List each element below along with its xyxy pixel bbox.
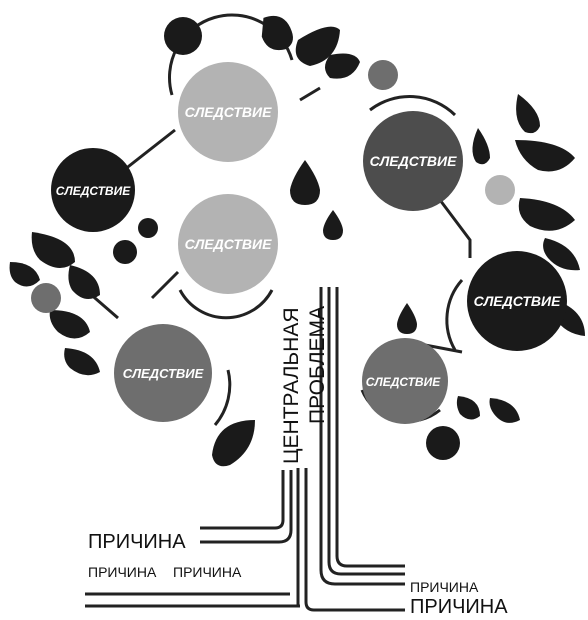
trunk-lines	[85, 287, 405, 612]
cause-label: ПРИЧИНА	[173, 564, 242, 580]
root-line-1	[200, 470, 285, 530]
cause-label: ПРИЧИНА	[88, 564, 157, 580]
cause-label: ПРИЧИНА	[88, 531, 186, 553]
leaf-icon	[397, 303, 417, 334]
effect-label: СЛЕДСТВИЕ	[185, 236, 272, 252]
effect-circle	[178, 62, 278, 162]
effect-circles: СЛЕДСТВИЕ СЛЕДСТВИЕ СЛЕДСТВИЕ СЛЕДСТВИЕ …	[51, 62, 567, 424]
leaf-icon	[9, 262, 40, 287]
root-line-2	[200, 470, 293, 544]
leaf-icon	[323, 210, 343, 240]
leaf-icon	[515, 140, 575, 172]
branch-to-black-left	[123, 128, 176, 172]
effect-label: СЛЕДСТВИЕ	[185, 104, 272, 120]
leaf-icon	[518, 198, 575, 231]
central-problem-line2: ПРОБЛЕМА	[306, 306, 329, 424]
branch-right-down	[438, 199, 472, 258]
leaf-icon	[31, 232, 75, 269]
leaf-icon	[261, 15, 293, 51]
effect-circle	[467, 251, 567, 351]
effect-label: СЛЕДСТВИЕ	[366, 375, 441, 389]
dot	[368, 60, 398, 90]
leaf-icon	[212, 420, 255, 467]
effect-circle	[363, 111, 463, 211]
leaf-icon	[295, 26, 340, 67]
branch-top-right-tick	[299, 86, 321, 102]
leaf-icon	[290, 160, 320, 205]
leaves	[9, 15, 585, 467]
dot	[164, 17, 202, 55]
dot	[113, 240, 137, 264]
effect-circle	[178, 194, 278, 294]
branch-right-small	[424, 343, 463, 354]
arc-lower-left	[213, 369, 232, 426]
leaf-icon	[489, 398, 520, 423]
root-line-8	[327, 287, 405, 576]
dot	[485, 175, 515, 205]
dot	[31, 283, 61, 313]
leaf-icon	[325, 53, 360, 79]
leaf-icon	[543, 238, 580, 271]
effect-circle	[362, 338, 448, 424]
leaf-icon	[64, 348, 100, 376]
dots	[31, 17, 515, 460]
effect-label: СЛЕДСТВИЕ	[123, 366, 204, 381]
root-line-6	[304, 468, 405, 612]
cause-label: ПРИЧИНА	[410, 596, 508, 618]
leaf-icon	[472, 128, 490, 165]
central-problem: ЦЕНТРАЛЬНАЯ ПРОБЛЕМА	[280, 306, 329, 464]
leaf-icon	[456, 396, 480, 420]
effect-label: СЛЕДСТВИЕ	[370, 153, 457, 169]
arc-right-black	[445, 279, 464, 351]
branch-mid-left	[150, 270, 180, 300]
root-line-9	[335, 287, 405, 568]
effect-circle	[114, 324, 212, 422]
arc-mid	[178, 289, 274, 320]
root-line-7	[319, 287, 405, 586]
effect-label: СЛЕДСТВИЕ	[56, 184, 131, 198]
leaf-icon	[68, 265, 100, 299]
dot	[138, 218, 158, 238]
leaf-icon	[516, 94, 540, 134]
leaf-icon	[49, 310, 90, 339]
effect-circle	[51, 148, 135, 232]
cause-label: ПРИЧИНА	[410, 579, 479, 595]
central-problem-line1: ЦЕНТРАЛЬНАЯ	[280, 307, 303, 464]
effect-label: СЛЕДСТВИЕ	[474, 293, 561, 309]
causes: ПРИЧИНА ПРИЧИНА ПРИЧИНА ПРИЧИНА ПРИЧИНА	[88, 531, 508, 618]
dot	[426, 426, 460, 460]
arc-top-right	[369, 95, 457, 117]
